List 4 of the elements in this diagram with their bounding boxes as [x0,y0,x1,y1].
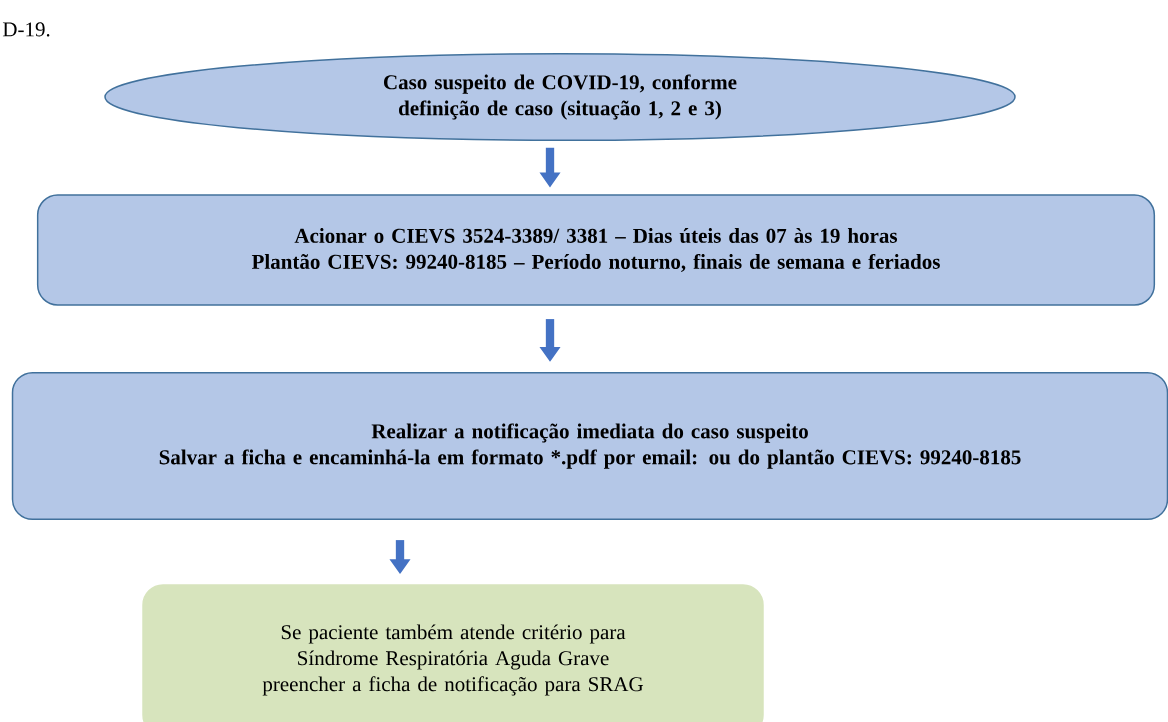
process-box: Se paciente também atende critério para Síndrome Respiratória Aguda Grave preencher a ficha de notificação para SRAG [142,584,764,722]
process-box: Acionar o CIEVS 3524-3389/ 3381 – Dias úteis das 07 às 19 horas Plantão CIEVS: 99240-8185 – Período noturno, finais de semana e feriados [36,194,1156,306]
page-text: D-19. [2,22,50,37]
process-box: Realizar a notificação imediata do caso suspeito Salvar a ficha e encaminhá-la em formato *.pdf por email: ou do plantão CIEVS: 99240-8185 [11,371,1168,521]
